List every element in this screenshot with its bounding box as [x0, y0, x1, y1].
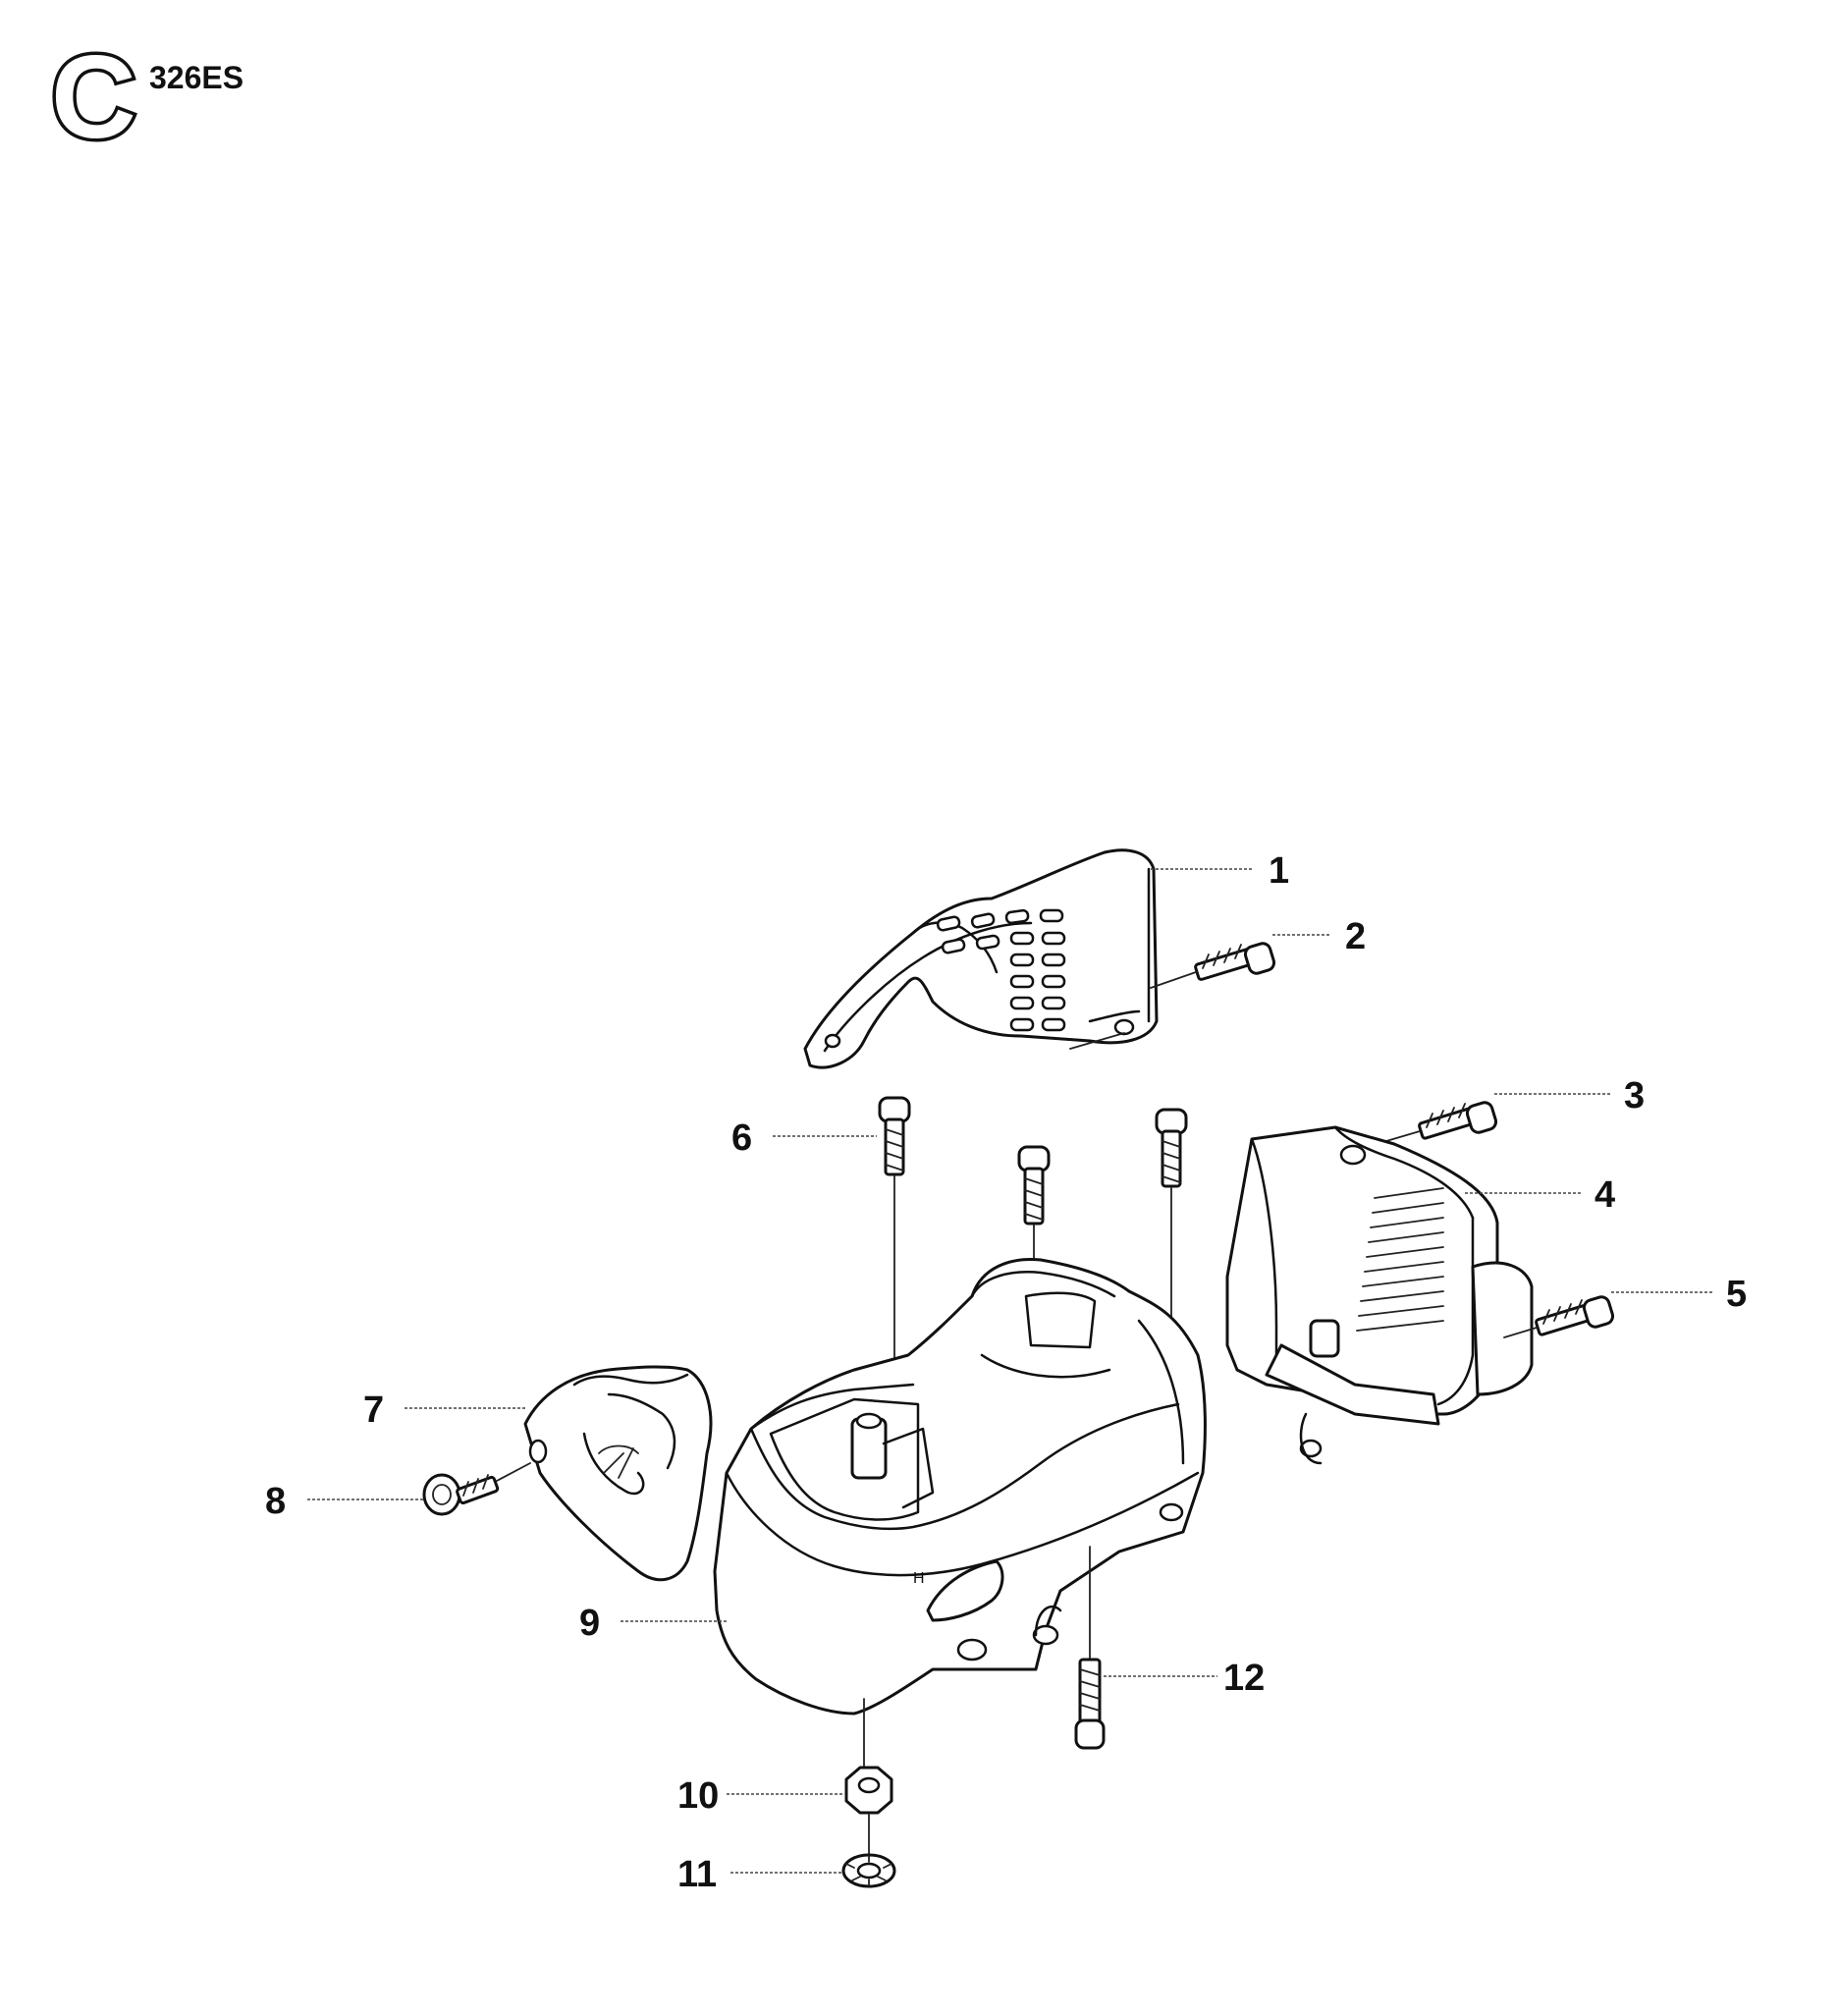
callout-4: 4: [1594, 1174, 1615, 1216]
part-4-muffler-guard: [1225, 1125, 1534, 1465]
part-1-cylinder-cover: [803, 848, 1159, 1069]
leader-lines: [307, 868, 1713, 1874]
model-label: 326ES: [149, 60, 243, 95]
part-5-screw: [1503, 1295, 1615, 1338]
callout-3: 3: [1624, 1075, 1645, 1117]
part-2-screw: [1150, 942, 1276, 989]
callout-8: 8: [265, 1481, 286, 1522]
callout-7: 7: [363, 1389, 384, 1431]
callout-numbers: 1 2 3 4 5 6 7 8 9 10 11 12: [265, 850, 1747, 1895]
section-letter: C: [51, 31, 136, 163]
part-11-lock-washer: [841, 1814, 896, 1888]
part-7-air-filter-cover: [523, 1365, 713, 1582]
callout-11: 11: [677, 1854, 717, 1895]
callout-1: 1: [1269, 850, 1289, 892]
svg-text:H: H: [913, 1570, 925, 1587]
part-3-screw: [1359, 1101, 1498, 1150]
part-12-screw: [1074, 1546, 1106, 1750]
callout-2: 2: [1345, 916, 1366, 957]
callout-12: 12: [1223, 1658, 1265, 1699]
callout-9: 9: [579, 1603, 600, 1644]
part-10-nut: [844, 1698, 893, 1815]
callout-10: 10: [677, 1775, 719, 1817]
part-9-engine-housing: H: [713, 1257, 1207, 1716]
callout-5: 5: [1726, 1274, 1747, 1315]
part-8-screw: [422, 1462, 531, 1516]
callout-6: 6: [731, 1117, 752, 1159]
